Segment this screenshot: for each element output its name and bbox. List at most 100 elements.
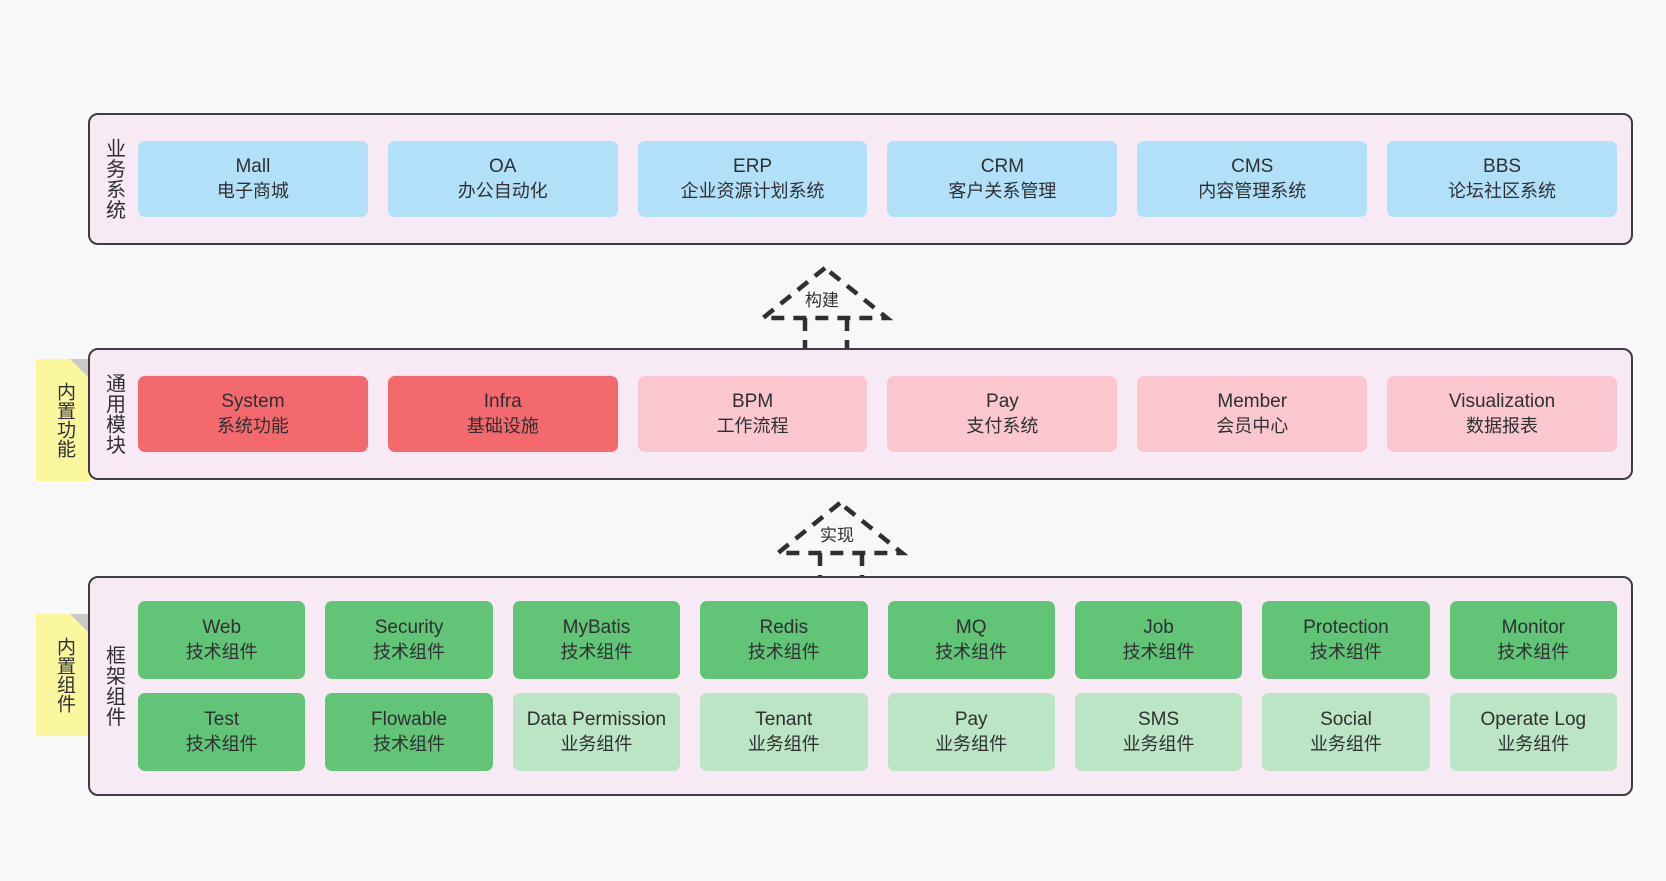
sticky-note-built-in-component: 内置组件 — [36, 614, 92, 736]
business-card-cms[interactable]: CMS 内容管理系统 — [1137, 141, 1368, 217]
framework-card-pay[interactable]: Pay 业务组件 — [887, 693, 1055, 771]
card-subtitle: 技术组件 — [185, 642, 258, 662]
card-subtitle: 会员中心 — [1216, 416, 1289, 436]
connector-build-arrow — [745, 252, 945, 352]
card-subtitle: 工作流程 — [716, 416, 789, 436]
section-business-system-body: Mall 电子商城 OA 办公自动化 ERP 企业资源计划系统 CRM 客户关系管理 CMS 内容… — [136, 115, 1631, 243]
framework-card-social[interactable]: Social 业务组件 — [1262, 693, 1430, 771]
card-title: BBS — [1483, 156, 1522, 177]
sticky-note-built-in-function-label: 内置功能 — [54, 382, 75, 458]
sticky-fold-icon — [70, 359, 92, 381]
framework-card-sms[interactable]: SMS 业务组件 — [1074, 693, 1243, 771]
card-subtitle: 技术组件 — [560, 642, 633, 662]
card-subtitle: 业务组件 — [1497, 734, 1570, 754]
card-subtitle: 客户关系管理 — [948, 181, 1057, 201]
card-subtitle: 技术组件 — [935, 642, 1008, 662]
card-subtitle: 业务组件 — [747, 734, 820, 754]
framework-card-web[interactable]: Web 技术组件 — [138, 601, 306, 679]
card-title: Pay — [954, 709, 988, 730]
section-framework-component-label: 框架组件 — [102, 645, 125, 727]
card-subtitle: 电子商城 — [216, 181, 289, 201]
card-subtitle: 办公自动化 — [457, 181, 548, 201]
connector-build-arrow-icon — [756, 265, 894, 352]
framework-card-operate-log[interactable]: Operate Log 业务组件 — [1449, 693, 1617, 771]
business-card-erp[interactable]: ERP 企业资源计划系统 — [637, 141, 868, 217]
card-subtitle: 技术组件 — [1497, 642, 1570, 662]
card-title: Web — [202, 617, 242, 638]
card-subtitle: 基础设施 — [466, 416, 539, 436]
connector-implement-label: 实现 — [820, 526, 854, 545]
sticky-note-built-in-component-label: 内置组件 — [54, 637, 75, 713]
common-card-visualization[interactable]: Visualization 数据报表 — [1387, 376, 1617, 452]
card-title: Visualization — [1448, 391, 1556, 412]
connector-build-label: 构建 — [805, 291, 839, 310]
card-subtitle: 技术组件 — [1309, 642, 1382, 662]
common-card-pay[interactable]: Pay 支付系统 — [887, 376, 1118, 452]
framework-card-monitor[interactable]: Monitor 技术组件 — [1449, 601, 1617, 679]
card-subtitle: 支付系统 — [966, 416, 1039, 436]
sticky-fold-icon — [70, 614, 92, 636]
card-subtitle: 业务组件 — [1122, 734, 1195, 754]
card-title: CRM — [980, 156, 1025, 177]
framework-card-security[interactable]: Security 技术组件 — [325, 601, 493, 679]
card-title: Mall — [235, 156, 271, 177]
common-card-member[interactable]: Member 会员中心 — [1137, 376, 1368, 452]
business-system-row: Mall 电子商城 OA 办公自动化 ERP 企业资源计划系统 CRM 客户关系管理 CMS 内容… — [138, 141, 1617, 217]
framework-card-test[interactable]: Test 技术组件 — [138, 693, 306, 771]
card-subtitle: 数据报表 — [1466, 416, 1539, 436]
card-title: Redis — [759, 617, 809, 638]
card-title: Operate Log — [1480, 709, 1587, 730]
card-title: Test — [204, 709, 240, 730]
card-subtitle: 企业资源计划系统 — [680, 181, 825, 201]
card-title: System — [221, 391, 285, 412]
business-card-oa[interactable]: OA 办公自动化 — [387, 141, 618, 217]
card-subtitle: 业务组件 — [935, 734, 1008, 754]
card-title: CMS — [1231, 156, 1274, 177]
card-subtitle: 论坛社区系统 — [1448, 181, 1557, 201]
framework-card-mq[interactable]: MQ 技术组件 — [887, 601, 1055, 679]
card-title: Social — [1320, 709, 1372, 730]
business-card-crm[interactable]: CRM 客户关系管理 — [887, 141, 1118, 217]
card-subtitle: 业务组件 — [560, 734, 633, 754]
connector-implement-arrow — [760, 487, 960, 587]
card-subtitle: 内容管理系统 — [1198, 181, 1307, 201]
card-title: ERP — [733, 156, 773, 177]
card-subtitle: 技术组件 — [1122, 642, 1195, 662]
card-title: Member — [1217, 391, 1288, 412]
card-title: Monitor — [1501, 617, 1565, 638]
card-title: Flowable — [371, 709, 448, 730]
card-subtitle: 技术组件 — [185, 734, 258, 754]
card-title: Security — [374, 617, 444, 638]
card-subtitle: 技术组件 — [747, 642, 820, 662]
card-subtitle: 技术组件 — [373, 734, 446, 754]
common-card-infra[interactable]: Infra 基础设施 — [387, 376, 618, 452]
business-card-bbs[interactable]: BBS 论坛社区系统 — [1387, 141, 1617, 217]
card-subtitle: 业务组件 — [1309, 734, 1382, 754]
business-card-mall[interactable]: Mall 电子商城 — [138, 141, 368, 217]
card-title: Pay — [986, 391, 1019, 412]
framework-card-flowable[interactable]: Flowable 技术组件 — [325, 693, 493, 771]
card-title: OA — [489, 156, 517, 177]
common-card-system[interactable]: System 系统功能 — [138, 376, 368, 452]
framework-card-redis[interactable]: Redis 技术组件 — [700, 601, 868, 679]
card-title: Infra — [483, 391, 522, 412]
card-title: SMS — [1137, 709, 1180, 730]
card-subtitle: 技术组件 — [373, 642, 446, 662]
card-title: MQ — [955, 617, 987, 638]
card-subtitle: 系统功能 — [216, 416, 289, 436]
